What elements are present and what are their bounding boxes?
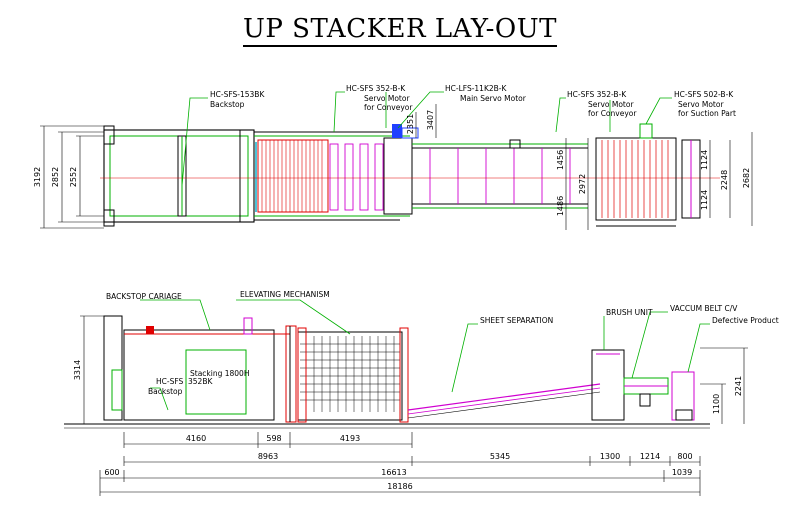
elev-defective: Defective Product (712, 316, 779, 325)
dim-2351: 2351 (406, 114, 415, 134)
plan-main-model: HC-LFS-11K2B-K (445, 84, 507, 93)
plan-servo1-name2: for Conveyor (364, 103, 413, 112)
dim-18186: 18186 (387, 482, 412, 491)
dim-3314: 3314 (73, 360, 82, 380)
dim-5345: 5345 (490, 452, 510, 461)
plan-view: HC-SFS-153BK Backstop HC-SFS 352-B-K Ser… (33, 84, 753, 230)
dim-1300: 1300 (600, 452, 620, 461)
elev-sheet-separation: SHEET SEPARATION (480, 316, 553, 325)
plan-servo2-name1: Servo Motor (588, 100, 634, 109)
plan-backstop-name: Backstop (210, 100, 245, 109)
dim-1214: 1214 (640, 452, 660, 461)
dim-800: 800 (677, 452, 692, 461)
dim-2972: 2972 (578, 174, 587, 194)
plan-suction-model: HC-SFS 502-B-K (674, 90, 734, 99)
plan-suction-name1: Servo Motor (678, 100, 724, 109)
dim-16613: 16613 (381, 468, 406, 477)
dim-3192: 3192 (33, 167, 42, 187)
elev-elevating: ELEVATING MECHANISM (240, 290, 330, 299)
elev-backstop-cariage: BACKSTOP CARIAGE (106, 292, 182, 301)
dim-1039: 1039 (672, 468, 692, 477)
elevation-view: BACKSTOP CARIAGE ELEVATING MECHANISM SHE… (64, 290, 779, 496)
dim-8963: 8963 (258, 452, 278, 461)
dim-600: 600 (104, 468, 119, 477)
plan-main-name: Main Servo Motor (460, 94, 527, 103)
dim-1456: 1456 (556, 150, 565, 170)
plan-servo2-name2: for Conveyor (588, 109, 637, 118)
dim-2241: 2241 (734, 376, 743, 396)
elev-stacking: Stacking 1800H (190, 369, 249, 378)
dim-2682: 2682 (742, 168, 751, 188)
dim-2852: 2852 (51, 167, 60, 187)
dim-3407: 3407 (426, 110, 435, 130)
elev-backstop-name: Backstop (148, 387, 183, 396)
elev-brush-unit: BRUSH UNIT (606, 308, 653, 317)
elev-backstop-model2: 352BK (188, 377, 213, 386)
plan-suction-name2: for Suction Part (678, 109, 736, 118)
plan-servo1-name1: Servo Motor (364, 94, 410, 103)
dim-4193: 4193 (340, 434, 360, 443)
dim-1100: 1100 (712, 394, 721, 414)
plan-servo2-model: HC-SFS 352-B-K (567, 90, 627, 99)
dim-598: 598 (266, 434, 281, 443)
plan-backstop-model: HC-SFS-153BK (210, 90, 265, 99)
dim-1486: 1486 (556, 196, 565, 216)
dim-2552: 2552 (69, 167, 78, 187)
plan-servo1-model: HC-SFS 352-B-K (346, 84, 406, 93)
dim-1124b: 1124 (700, 190, 709, 210)
elev-backstop-model: HC-SFS (156, 377, 184, 386)
dim-2248: 2248 (720, 170, 729, 190)
elev-vaccum-belt: VACCUM BELT C/V (670, 304, 738, 313)
dim-4160: 4160 (186, 434, 206, 443)
dim-1124a: 1124 (700, 150, 709, 170)
layout-title: UP STACKER LAY-OUT (0, 14, 800, 47)
